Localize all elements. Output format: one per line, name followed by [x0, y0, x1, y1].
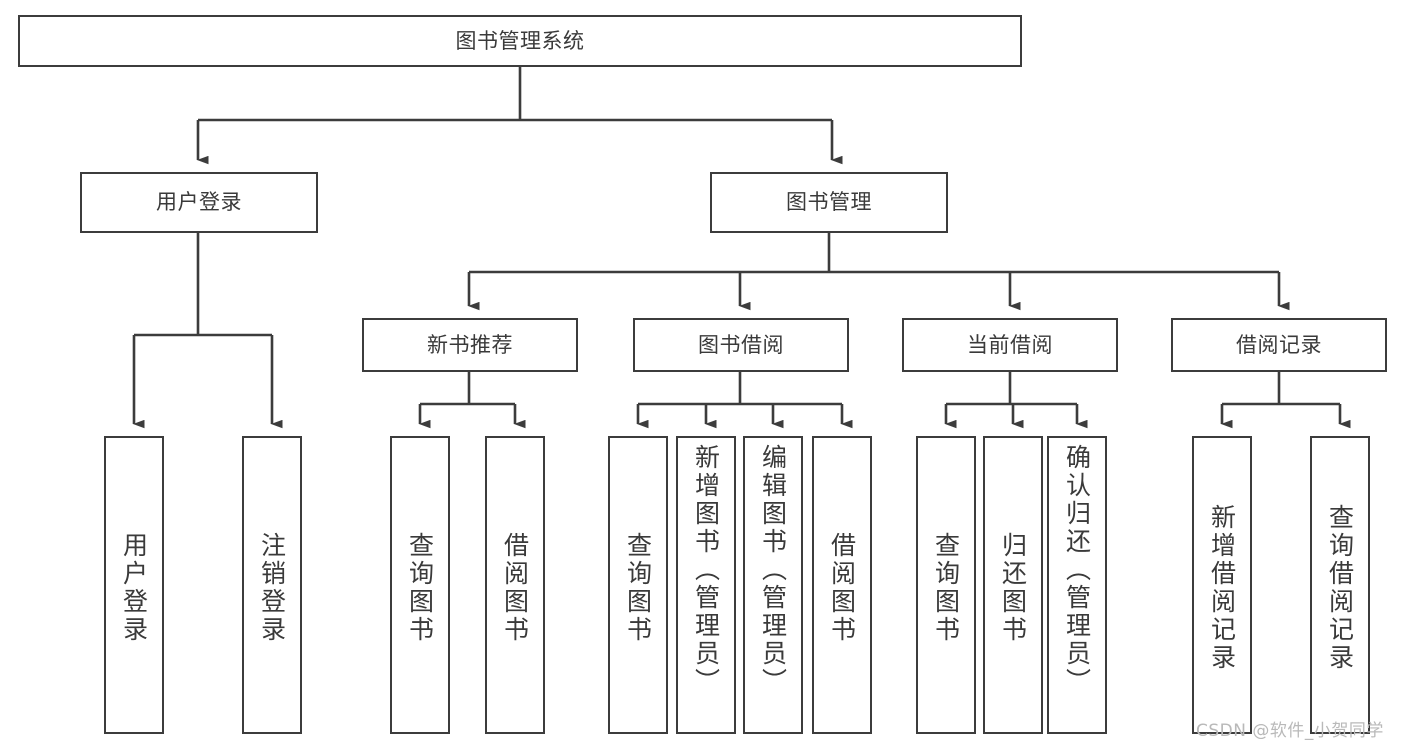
node-user-login-label: 用户登录 [156, 190, 242, 214]
leaf-logout[interactable]: 注销登录 [242, 436, 302, 734]
node-current-borrow-label: 当前借阅 [967, 332, 1053, 357]
leaf-cb-return-book-label: 归还图书 [998, 532, 1028, 644]
leaf-logout-label: 注销登录 [257, 532, 287, 644]
node-book-borrow[interactable]: 图书借阅 [633, 318, 849, 372]
leaf-nb-borrow-book[interactable]: 借阅图书 [485, 436, 545, 734]
node-borrow-record[interactable]: 借阅记录 [1171, 318, 1387, 372]
node-book-borrow-label: 图书借阅 [698, 332, 784, 357]
leaf-cb-query-book[interactable]: 查询图书 [916, 436, 976, 734]
node-root-label: 图书管理系统 [455, 28, 585, 53]
leaf-user-login-label: 用户登录 [119, 532, 149, 644]
leaf-cb-return-book[interactable]: 归还图书 [983, 436, 1043, 734]
node-new-book-recommend-label: 新书推荐 [427, 332, 513, 357]
leaf-nb-query-book[interactable]: 查询图书 [390, 436, 450, 734]
leaf-bb-add-book-admin-label: 新增图书（管理员） [691, 444, 721, 696]
leaf-nb-query-book-label: 查询图书 [405, 532, 435, 644]
leaf-br-add-record-label: 新增借阅记录 [1207, 504, 1237, 672]
node-current-borrow[interactable]: 当前借阅 [902, 318, 1118, 372]
leaf-cb-query-book-label: 查询图书 [931, 532, 961, 644]
leaf-user-login[interactable]: 用户登录 [104, 436, 164, 734]
leaf-br-query-record-label: 查询借阅记录 [1325, 504, 1355, 672]
leaf-cb-confirm-return-admin[interactable]: 确认归还（管理员） [1047, 436, 1107, 734]
leaf-bb-borrow-book-label: 借阅图书 [827, 532, 857, 644]
leaf-br-query-record[interactable]: 查询借阅记录 [1310, 436, 1370, 734]
leaf-br-add-record[interactable]: 新增借阅记录 [1192, 436, 1252, 734]
leaf-bb-add-book-admin[interactable]: 新增图书（管理员） [676, 436, 736, 734]
leaf-cb-confirm-return-admin-label: 确认归还（管理员） [1062, 444, 1092, 696]
node-book-management-label: 图书管理 [786, 190, 872, 214]
node-user-login[interactable]: 用户登录 [80, 172, 318, 233]
leaf-bb-query-book[interactable]: 查询图书 [608, 436, 668, 734]
leaf-bb-edit-book-admin[interactable]: 编辑图书（管理员） [743, 436, 803, 734]
node-borrow-record-label: 借阅记录 [1236, 332, 1322, 357]
node-new-book-recommend[interactable]: 新书推荐 [362, 318, 578, 372]
node-root-book-management-system[interactable]: 图书管理系统 [18, 15, 1022, 67]
leaf-nb-borrow-book-label: 借阅图书 [500, 532, 530, 644]
node-book-management[interactable]: 图书管理 [710, 172, 948, 233]
leaf-bb-query-book-label: 查询图书 [623, 532, 653, 644]
csdn-watermark: CSDN @软件_小贺同学 [1196, 721, 1384, 741]
leaf-bb-borrow-book[interactable]: 借阅图书 [812, 436, 872, 734]
leaf-bb-edit-book-admin-label: 编辑图书（管理员） [758, 444, 788, 696]
